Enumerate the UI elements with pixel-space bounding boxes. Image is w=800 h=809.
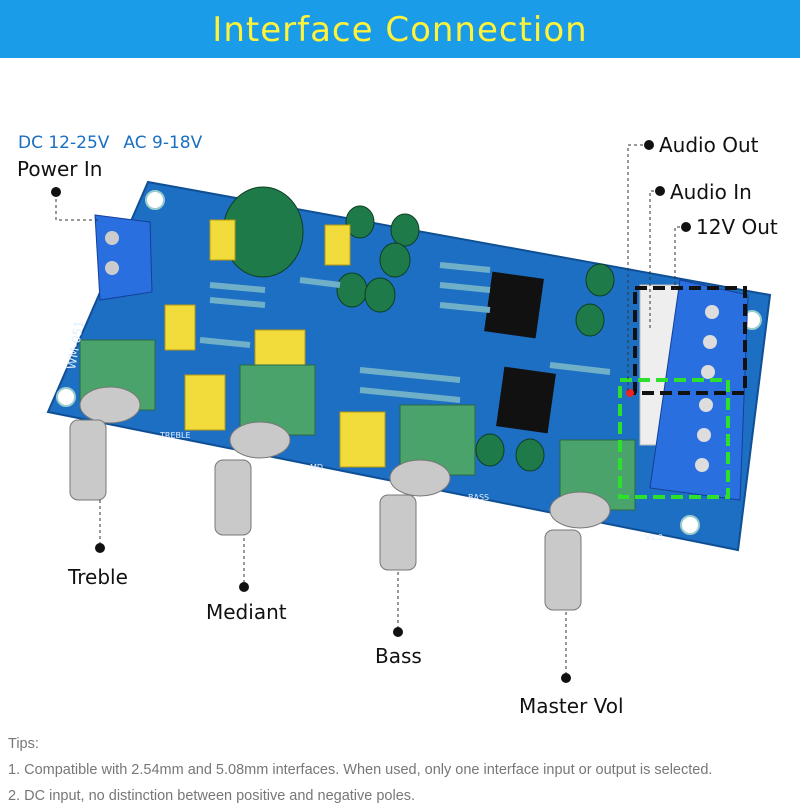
mount-hole [56, 387, 76, 407]
header-banner: Interface Connection [0, 0, 800, 58]
tips-title: Tips: [8, 736, 39, 752]
silk-version: V1.2 [645, 533, 663, 542]
silk-treble: TREBLE [159, 431, 191, 440]
knob-shafts [69, 386, 611, 611]
mount-hole [680, 515, 700, 535]
tip-item: 1. Compatible with 2.54mm and 5.08mm int… [8, 762, 713, 778]
power-spec: DC 12-25V AC 9-18V [18, 133, 216, 153]
label-dots [51, 140, 691, 683]
ic-chip [496, 366, 556, 434]
ic-chip [484, 271, 544, 339]
label-audio-out: Audio Out [659, 133, 759, 157]
label-audio-in: Audio In [670, 180, 752, 204]
ac-spec: AC 9-18V [123, 133, 203, 153]
capacitors [222, 186, 615, 472]
leader-lines [55, 144, 686, 678]
tip-item: 2. DC input, no distinction between posi… [8, 788, 416, 804]
power-terminal [94, 214, 153, 301]
silk-mid: MD [310, 463, 323, 472]
page-title: Interface Connection [212, 10, 588, 50]
label-bass: Bass [375, 644, 422, 668]
label-12v-out: 12V Out [696, 215, 778, 239]
label-master-vol: Master Vol [519, 694, 624, 718]
label-treble: Treble [68, 565, 128, 589]
dc-spec: DC 12-25V [18, 133, 110, 153]
input-highlight-box [618, 378, 730, 499]
resistors [199, 262, 611, 403]
tips-section: Tips: 1. Compatible with 2.54mm and 5.08… [8, 731, 712, 809]
mount-hole [145, 190, 165, 210]
film-capacitors [164, 219, 386, 468]
silk-bass: BASS [468, 493, 489, 502]
output-highlight-box [633, 286, 747, 395]
label-power-in: Power In [17, 157, 103, 181]
label-mediant: Mediant [206, 600, 287, 624]
